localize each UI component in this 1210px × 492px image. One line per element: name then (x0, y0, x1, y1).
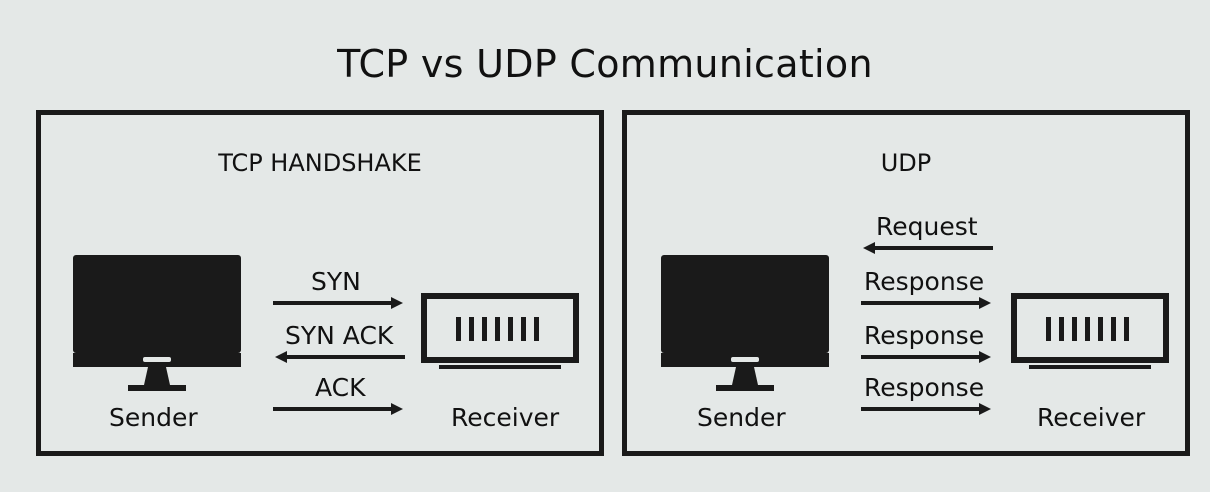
sender-monitor-icon (73, 255, 241, 391)
tcp-panel-heading: TCP HANDSHAKE (218, 149, 422, 177)
udp-panel-heading: UDP (880, 149, 932, 177)
tcp-receiver-label: Receiver (451, 403, 560, 432)
udp-response-arrow-2 (861, 351, 991, 363)
diagram-title: TCP vs UDP Communication (337, 42, 873, 86)
udp-request-arrow (863, 242, 993, 254)
receiver-device-icon (1011, 293, 1169, 369)
udp-message-response-2: Response (864, 321, 985, 350)
udp-sender-label: Sender (697, 403, 786, 432)
receiver-device-icon (421, 293, 579, 369)
udp-response-arrow-1 (861, 297, 991, 309)
tcp-message-synack: SYN ACK (285, 321, 394, 350)
udp-response-arrow-3 (861, 403, 991, 415)
tcp-message-syn: SYN (311, 267, 361, 296)
tcp-sender-label: Sender (109, 403, 198, 432)
tcp-syn-arrow (273, 297, 403, 309)
udp-message-request: Request (876, 212, 978, 241)
udp-receiver-label: Receiver (1037, 403, 1146, 432)
tcp-synack-arrow (275, 351, 405, 363)
udp-panel: UDP Sender Receiver Request Response Res… (622, 110, 1190, 456)
tcp-ack-arrow (273, 403, 403, 415)
udp-message-response-3: Response (864, 373, 985, 402)
sender-monitor-icon (661, 255, 829, 391)
tcp-message-ack: ACK (315, 373, 366, 402)
udp-message-response-1: Response (864, 267, 985, 296)
tcp-panel: TCP HANDSHAKE Sender Receiver SYN SYN AC… (36, 110, 604, 456)
